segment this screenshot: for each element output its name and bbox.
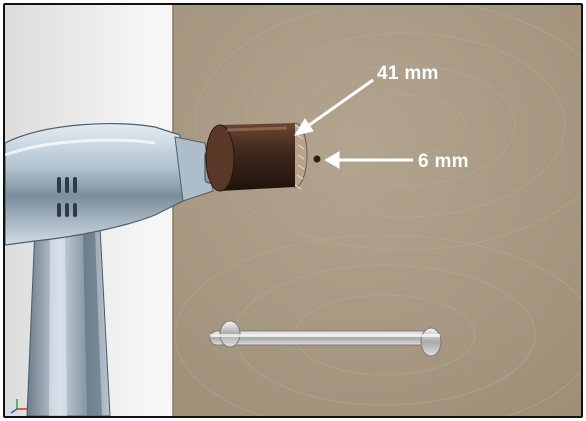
pilot-hole-size-label: 6 mm (418, 151, 469, 172)
wood-panel (172, 5, 581, 416)
cabinet-handle (209, 320, 442, 357)
hole-saw-size-label: 41 mm (377, 63, 439, 84)
hole-saw (205, 122, 308, 192)
pilot-hole (313, 155, 321, 163)
hole-saw-arrow (293, 78, 374, 136)
scene (5, 5, 581, 416)
axis-triad-icon (10, 399, 27, 414)
drill-handle (26, 226, 111, 416)
pilot-hole-arrow (323, 151, 413, 169)
illustration-frame: 41 mm 6 mm (3, 3, 583, 418)
